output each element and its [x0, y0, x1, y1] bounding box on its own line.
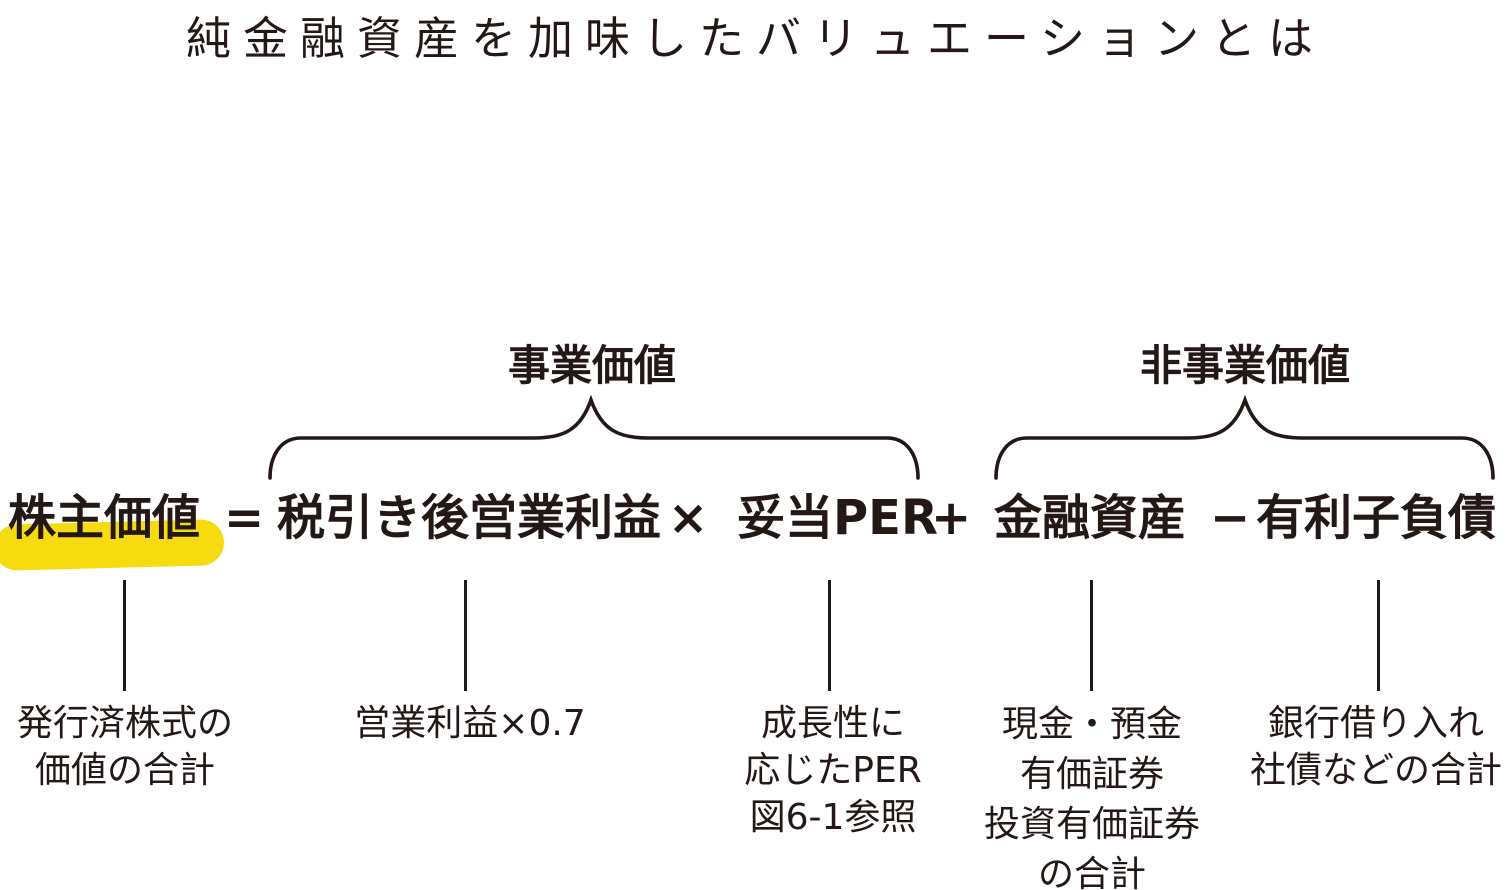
- multiply-operator: ×: [668, 490, 709, 546]
- plus-operator: +: [931, 490, 972, 546]
- non-business-value-label: 非事業価値: [1139, 341, 1351, 390]
- note-financial-assets: 現金・預金 有価証券 投資有価証券 の合計: [984, 700, 1200, 890]
- note-fair-per: 成長性に 応じたPER 図6-1参照: [744, 700, 921, 841]
- note-line: 図6-1参照: [749, 797, 917, 838]
- note-line: 銀行借り入れ: [1267, 703, 1485, 744]
- note-line: 成長性に: [760, 703, 906, 744]
- note-line: 発行済株式の: [16, 703, 234, 744]
- connector-line-financial-assets: [1090, 580, 1093, 691]
- formula-term-interest-bearing-debt: 有利子負債: [1256, 490, 1497, 546]
- equals-operator: =: [224, 490, 265, 546]
- note-line: 応じたPER: [744, 750, 922, 791]
- connector-line-after-tax-operating-profit: [464, 580, 467, 691]
- note-shareholder-value: 発行済株式の 価値の合計: [17, 700, 233, 794]
- formula-term-fair-per: 妥当PER: [737, 490, 938, 546]
- note-line: の合計: [1037, 854, 1147, 890]
- note-line: 有価証券: [1019, 754, 1165, 795]
- page-title: 純金融資産を加味したバリュエーションとは: [185, 12, 1326, 65]
- business-value-label: 事業価値: [507, 341, 677, 390]
- connector-line-interest-bearing-debt: [1377, 580, 1380, 691]
- note-interest-bearing-debt: 銀行借り入れ 社債などの合計: [1250, 700, 1502, 794]
- note-line: 営業利益×0.7: [354, 703, 586, 744]
- business-value-brace: [268, 394, 920, 480]
- note-line: 投資有価証券: [983, 804, 1201, 845]
- minus-operator: −: [1210, 490, 1251, 546]
- note-line: 現金・預金: [1001, 704, 1183, 745]
- note-line: 価値の合計: [34, 750, 216, 791]
- note-after-tax-operating-profit: 営業利益×0.7: [354, 700, 585, 747]
- connector-line-fair-per: [828, 580, 831, 691]
- formula-term-after-tax-operating-profit: 税引き後営業利益: [277, 490, 662, 546]
- connector-line-shareholder-value: [123, 580, 126, 691]
- note-line: 社債などの合計: [1249, 750, 1503, 791]
- valuation-formula: 株主価値 = 税引き後営業利益 × 妥当PER + 金融資産 − 有利子負債: [0, 489, 1511, 559]
- formula-term-shareholder-value: 株主価値: [8, 490, 201, 546]
- formula-term-financial-assets: 金融資産: [994, 490, 1187, 546]
- non-business-value-brace: [994, 394, 1495, 480]
